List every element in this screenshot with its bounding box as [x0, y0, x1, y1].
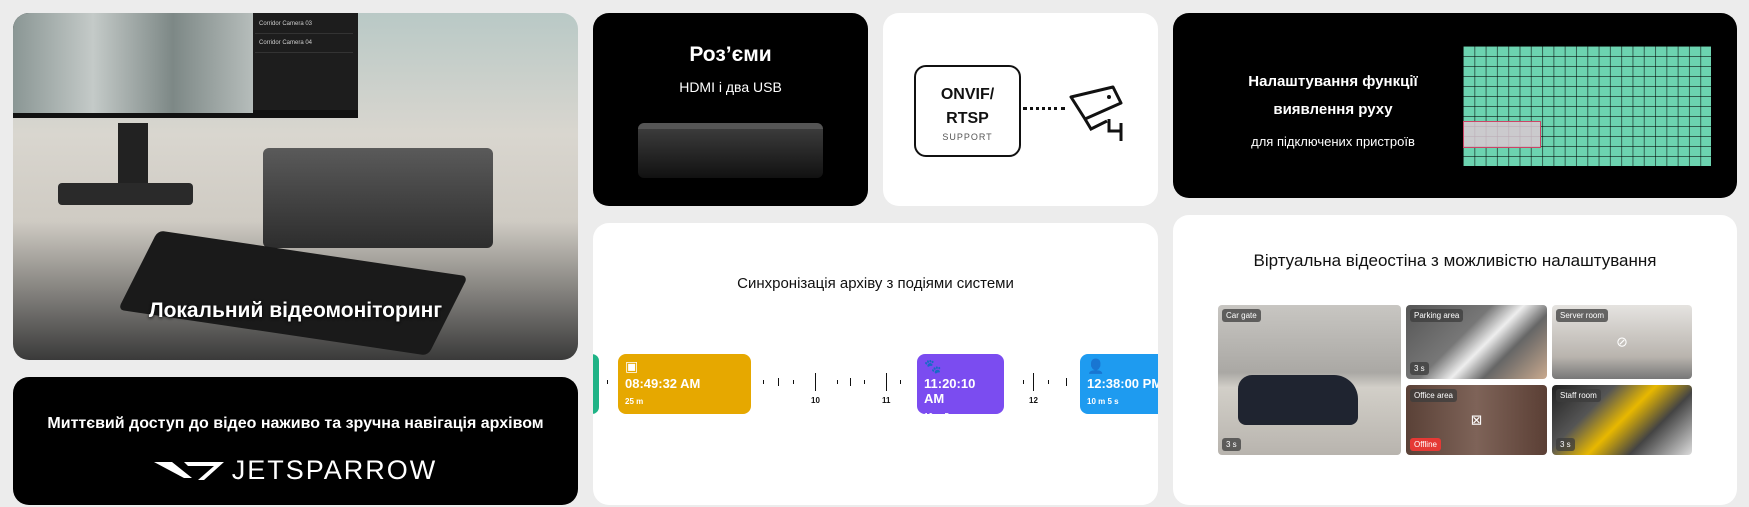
camera-label: Car gate — [1222, 309, 1261, 322]
camera-tile-parking-area[interactable]: Parking area 3 s — [1406, 305, 1547, 379]
event-time: 12:38:00 PM — [1087, 376, 1158, 391]
camera-list-item: Corridor Camera 03 — [255, 15, 353, 34]
card-title: Синхронізація архіву з подіями системи — [737, 275, 1014, 292]
duration-badge: 3 s — [1222, 438, 1241, 451]
event-duration: 25 m — [625, 397, 644, 406]
eye-off-icon: ⊘ — [1616, 333, 1628, 350]
timeline[interactable]: ▣ 08:49:32 AM 25 m 🐾 11:20:10 AM 10 m 5 … — [593, 354, 1158, 421]
event-card[interactable]: ▣ 08:49:32 AM 25 m — [618, 354, 751, 414]
onvif-label: ONVIF/ — [940, 86, 995, 103]
motion-grid — [1463, 46, 1711, 166]
hour-label: 10 — [811, 396, 820, 405]
event-time: 11:20:10 AM — [924, 376, 976, 406]
duration-badge: 3 s — [1556, 438, 1575, 451]
video-icon: ▣ — [625, 358, 639, 374]
event-duration: 10 m 5 s — [924, 412, 956, 421]
card-subtitle: для підключених пристроїв — [1251, 134, 1415, 149]
mini-pc-image — [263, 148, 493, 248]
card-title: Віртуальна відеостіна з можливістю налаш… — [1253, 251, 1657, 270]
video-wall-card: Віртуальна відеостіна з можливістю налаш… — [1173, 215, 1737, 505]
dotted-connector — [1023, 107, 1065, 110]
local-monitoring-card: Corridor Camera 03 Corridor Camera 04 Ло… — [13, 13, 578, 360]
hour-label: 12 — [1029, 396, 1038, 405]
motion-detection-card: Налаштування функції виявлення руху для … — [1173, 13, 1737, 198]
event-time: 08:49:32 AM — [625, 376, 701, 391]
camera-tile-staff-room[interactable]: Staff room 3 s — [1552, 385, 1692, 455]
sparrow-icon — [153, 461, 224, 480]
duration-badge: 3 s — [1410, 362, 1429, 375]
paw-icon: 🐾 — [924, 358, 942, 374]
card-title-line1: Налаштування функції — [1248, 73, 1418, 90]
video-off-icon: ⊠ — [1470, 411, 1483, 428]
onvif-card: ONVIF/ RTSP SUPPORT — [883, 13, 1158, 206]
card-title-line2: виявлення руху — [1273, 101, 1393, 118]
rtsp-label: RTSP — [946, 110, 989, 127]
card-subtitle: HDMI і два USB — [679, 79, 782, 95]
camera-label: Office area — [1410, 389, 1457, 402]
camera-label: Parking area — [1410, 309, 1464, 322]
brand-logo: JETSPARROW — [13, 455, 578, 486]
camera-tile-car-gate[interactable]: Car gate 3 s — [1218, 305, 1401, 455]
card-title: Роз’єми — [689, 43, 772, 66]
selected-zone — [1463, 121, 1541, 148]
offline-badge: Offline — [1410, 438, 1441, 451]
event-card[interactable]: 🐾 11:20:10 AM 10 m 5 s — [917, 354, 1004, 421]
person-icon: 👤 — [1087, 358, 1105, 374]
support-label: SUPPORT — [942, 132, 993, 142]
monitor-image: Corridor Camera 03 Corridor Camera 04 — [13, 13, 358, 118]
camera-tile-office-area[interactable]: Office area ⊠ Offline — [1406, 385, 1547, 455]
connectors-card: Роз’єми HDMI і два USB — [593, 13, 868, 206]
camera-label: Staff room — [1556, 389, 1601, 402]
camera-list-item: Corridor Camera 04 — [255, 34, 353, 53]
mini-pc-image — [638, 123, 823, 178]
archive-sync-card: Синхронізація архіву з подіями системи ▣… — [593, 223, 1158, 505]
keyboard-image — [117, 230, 469, 356]
onvif-box: ONVIF/ RTSP SUPPORT — [914, 65, 1021, 157]
event-duration: 10 m 5 s — [1087, 397, 1119, 406]
event-partial[interactable] — [593, 354, 599, 414]
camera-icon — [1069, 85, 1123, 141]
card-title: Миттєвий доступ до відео наживо та зручн… — [47, 415, 544, 432]
card-title: Локальний відеомоніторинг — [148, 299, 443, 322]
camera-label: Server room — [1556, 309, 1609, 322]
camera-tile-server-room[interactable]: Server room ⊘ — [1552, 305, 1692, 379]
event-card[interactable]: 👤 12:38:00 PM 10 m 5 s — [1080, 354, 1158, 414]
brand-name: JETSPARROW — [231, 455, 438, 485]
access-card: Миттєвий доступ до відео наживо та зручн… — [13, 377, 578, 505]
hour-label: 11 — [882, 396, 891, 405]
